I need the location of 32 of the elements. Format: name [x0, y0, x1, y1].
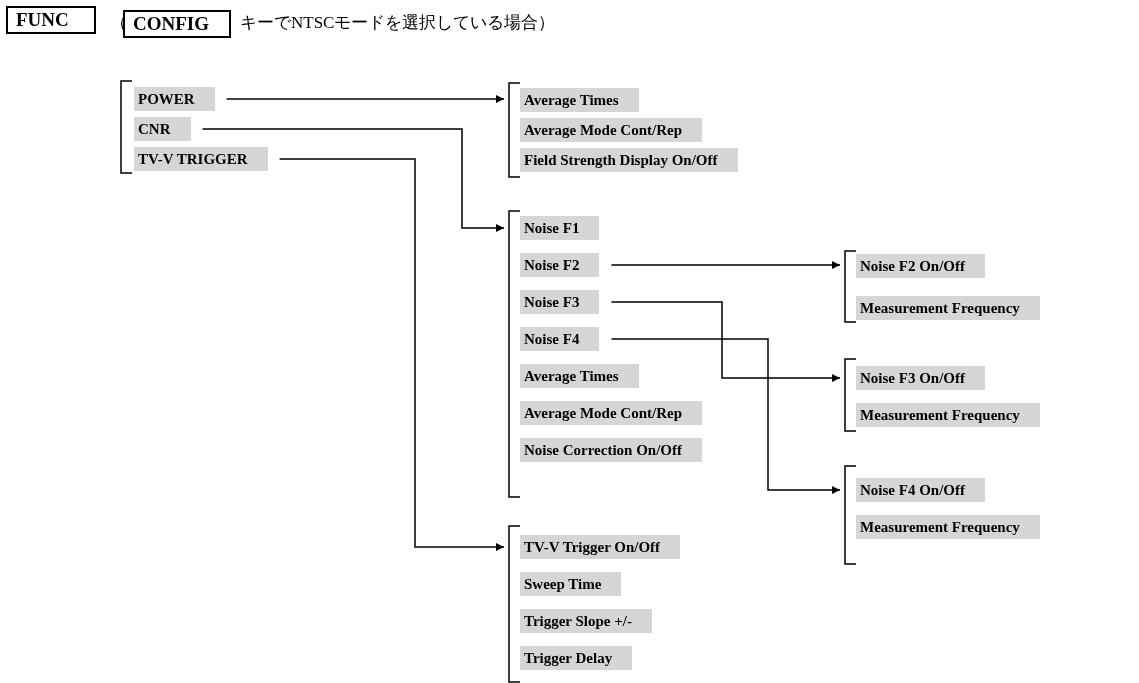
- menu-item: Trigger Slope +/-: [520, 609, 652, 633]
- menu-item: Noise F3: [520, 290, 600, 314]
- note-text: キーでNTSCモードを選択している場合）: [240, 12, 556, 34]
- key-box: CONFIG: [123, 10, 231, 38]
- menu-item: Average Mode Cont/Rep: [520, 118, 703, 142]
- menu-item: Measurement Frequency: [856, 296, 1040, 320]
- menu-item: Noise F2: [520, 253, 600, 277]
- menu-item: Measurement Frequency: [856, 515, 1040, 539]
- menu-item: CNR: [134, 117, 191, 141]
- key-box: FUNC: [6, 6, 96, 34]
- menu-item: Noise F1: [520, 216, 600, 240]
- arrow: [278, 158, 505, 551]
- arrow: [610, 338, 841, 494]
- menu-item: Noise F4: [520, 327, 600, 351]
- menu-item: Average Times: [520, 364, 639, 388]
- menu-item: Sweep Time: [520, 572, 622, 596]
- arrow: [610, 301, 841, 382]
- arrow: [225, 95, 505, 103]
- menu-item: Average Mode Cont/Rep: [520, 401, 703, 425]
- menu-item: Measurement Frequency: [856, 403, 1040, 427]
- menu-item: TV-V Trigger On/Off: [520, 535, 681, 559]
- arrow: [610, 261, 841, 269]
- menu-item: POWER: [134, 87, 215, 111]
- menu-item: Average Times: [520, 88, 639, 112]
- menu-item: Noise F2 On/Off: [856, 254, 985, 278]
- menu-item: Field Strength Display On/Off: [520, 148, 738, 172]
- arrow: [201, 128, 505, 232]
- menu-item: Noise Correction On/Off: [520, 438, 703, 462]
- menu-item: TV-V TRIGGER: [134, 147, 268, 171]
- menu-item: Trigger Delay: [520, 646, 633, 670]
- menu-item: Noise F4 On/Off: [856, 478, 985, 502]
- menu-item: Noise F3 On/Off: [856, 366, 985, 390]
